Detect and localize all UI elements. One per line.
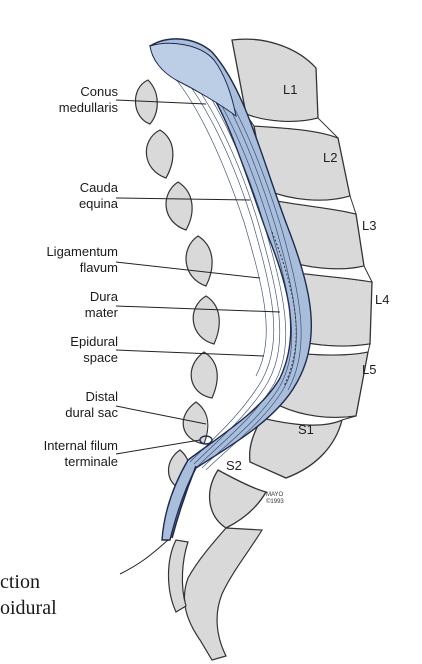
- label-dura-mater: Duramater: [85, 289, 118, 321]
- vertebra-label-l3: L3: [362, 218, 376, 233]
- label-ligamentum-flavum: Ligamentumflavum: [46, 244, 118, 276]
- posterior-elements: [135, 80, 219, 490]
- vertebra-label-l5: L5: [362, 362, 376, 377]
- mayo-watermark: MAYO©1993: [266, 492, 284, 506]
- vertebra-label-l2: L2: [323, 150, 337, 165]
- sacrum-coccyx: [169, 528, 263, 660]
- conus-medullaris: [150, 43, 236, 116]
- vertebra-s2-body: [210, 470, 266, 528]
- vertebra-s1-body: [250, 418, 342, 478]
- label-cauda-equina: Caudaequina: [79, 180, 118, 212]
- label-internal-filum-terminale: Internal filumterminale: [44, 438, 118, 470]
- vertebra-label-l1: L1: [283, 82, 297, 97]
- label-distal-dural-sac: Distaldural sac: [65, 389, 118, 421]
- vertebra-label-s2: S2: [226, 458, 242, 473]
- label-epidural-space: Epiduralspace: [70, 334, 118, 366]
- bottom-text-line-2: oidural: [0, 596, 57, 620]
- vertebra-label-s1: S1: [298, 422, 314, 437]
- label-conus-medullaris: Conusmedullaris: [59, 84, 118, 116]
- bottom-text-line-1: ction: [0, 570, 40, 594]
- vertebra-label-l4: L4: [375, 292, 389, 307]
